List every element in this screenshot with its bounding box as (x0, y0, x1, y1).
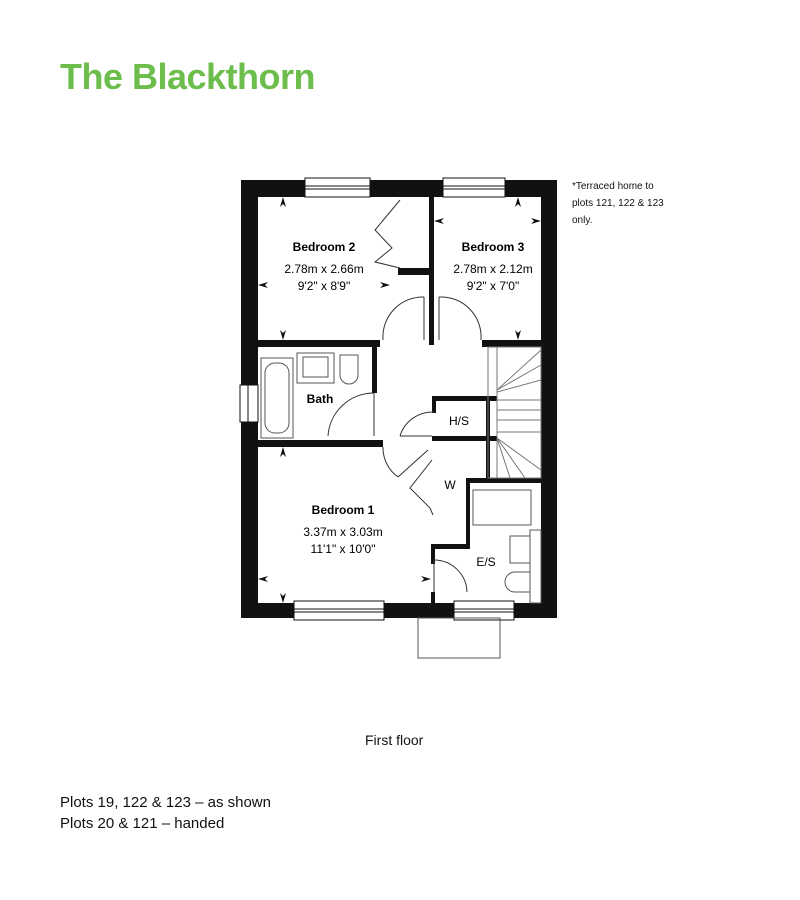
ensuite-label: E/S (476, 555, 495, 569)
bedroom3-metric: 2.78m x 2.12m (453, 262, 532, 276)
staircase (487, 346, 542, 479)
terraced-note: *Terraced home to plots 121, 122 & 123 o… (572, 181, 664, 226)
hs-label: H/S (449, 414, 469, 428)
shower-tray (472, 489, 532, 526)
plots-handed: Plots 20 & 121 – handed (60, 815, 225, 832)
doors (327, 199, 482, 593)
dimension-arrows (258, 197, 541, 603)
bath-toilet (339, 354, 359, 385)
porch-canopy (417, 617, 501, 659)
floor-caption: First floor (365, 732, 424, 748)
bedroom2-label: Bedroom 2 (293, 240, 356, 254)
windows (239, 177, 515, 621)
bedroom3-imperial: 9'2" x 7'0" (467, 279, 519, 293)
bedroom2-metric: 2.78m x 2.66m (284, 262, 363, 276)
plots-info: Plots 19, 122 & 123 – as shown Plots 20 … (60, 792, 271, 834)
bedroom1-metric: 3.37m x 3.03m (303, 525, 382, 539)
bedroom3-label: Bedroom 3 (462, 240, 525, 254)
bathtub (260, 357, 294, 439)
bedroom2-imperial: 9'2" x 8'9" (298, 279, 350, 293)
fixtures (260, 352, 542, 604)
es-basin (509, 535, 531, 564)
bedroom1-label: Bedroom 1 (312, 503, 375, 517)
es-toilet (504, 571, 531, 593)
bath-basin (296, 352, 335, 384)
bedroom1-imperial: 11'1" x 10'0" (311, 542, 376, 556)
plots-as-shown: Plots 19, 122 & 123 – as shown (60, 794, 271, 811)
bath-label: Bath (307, 392, 334, 406)
wardrobe-label: W (444, 478, 456, 492)
page-title: The Blackthorn (60, 56, 316, 97)
